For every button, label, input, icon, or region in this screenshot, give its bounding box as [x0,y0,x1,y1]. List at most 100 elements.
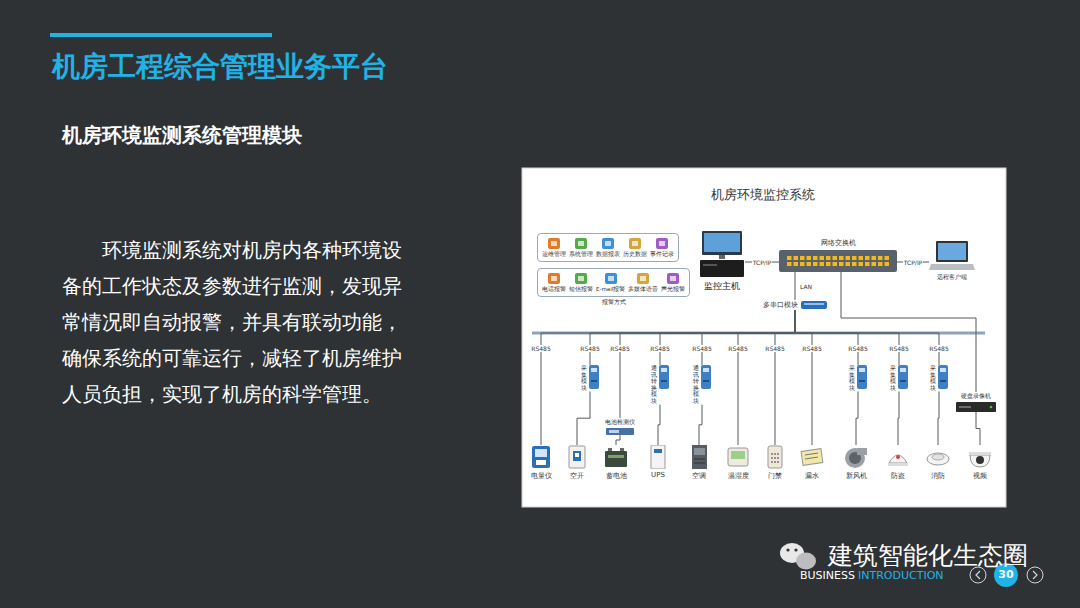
panel-item: 短信报警 [569,272,593,293]
software-icon [547,237,561,250]
connector-line [616,435,620,445]
host-computer [699,230,745,278]
node-bat: 电池检测仪 [605,418,635,435]
nav-next [1027,567,1043,583]
node-dev: 消防 [921,445,955,481]
node-dev: 防盗 [881,445,915,481]
connector-label: RS485 [928,345,949,352]
panel-item: 事件记录 [650,237,674,258]
node-label: 蓄电池 [606,471,627,481]
node-label: 采集模块 [890,365,896,391]
footer-word: BUSINESS [800,569,855,582]
node-module: 采集模块 [890,365,909,391]
connector-line [795,310,858,365]
node-dev: 漏水 [795,445,829,481]
panel-item: 系统管理 [569,237,593,258]
connector-line [699,405,702,445]
software-icon [666,272,680,285]
node-label: 多串口模块 [763,301,798,310]
software-icon [655,237,669,250]
connector-line [620,310,795,418]
device-icon [603,445,629,469]
node-label: 通讯转换模块 [693,365,699,405]
connector-label: RS485 [530,345,551,352]
panel-item: E-mail报警 [596,272,625,293]
software-icon [604,272,618,285]
node-dev: UPS [641,445,675,479]
node-label: 采集模块 [930,365,936,391]
watermark: 建筑智能化生态圈 [828,539,1028,572]
node-dev: 新风机 [839,445,873,481]
connector-label: RS485 [764,345,785,352]
body-paragraph: 环境监测系统对机房内各种环境设备的工作状态及参数进行监测，发现异常情况即自动报警… [62,232,410,412]
node-nvr: 硬盘录像机 [956,392,996,412]
node-label: 采集模块 [581,365,587,391]
software-icon [574,272,588,285]
connector-line [541,310,795,445]
serial-hub [801,300,827,310]
module-device [856,365,868,389]
connector-line [658,405,660,445]
node-dev: 视频 [963,445,997,481]
panel-item: 电话报警 [542,272,566,293]
connector-line [795,310,812,445]
module-device [937,365,949,389]
panel-frame: 运维管理系统管理数据报表历史数据事件记录 [537,233,679,262]
device-icon [564,445,590,469]
node-label: 网络交换机 [821,239,856,248]
node-module: 通讯转换模块 [693,365,712,405]
node-mux: 多串口模块 [763,300,827,310]
connector-line [702,310,795,365]
connector-label: LAN [799,283,813,290]
device-icon [799,445,825,469]
software-icon [636,272,650,285]
connector-label: RS485 [691,345,712,352]
software-icon [574,237,588,250]
connector-label: RS485 [801,345,822,352]
nav-next-arrow [1033,571,1037,579]
node-label: 通讯转换模块 [651,365,657,405]
connector-line [775,310,795,445]
node-label: UPS [651,471,665,479]
device-icon [528,445,554,469]
footer-word: INTRODUCTION [858,569,944,582]
laptop [929,240,975,272]
node-dev: 温湿度 [721,445,755,481]
connector-line [795,272,796,300]
nav-prev-arrow [976,571,980,579]
connector-line [577,391,590,445]
device-icon [645,445,671,469]
node-label: 监控主机 [704,280,740,293]
panel-item-label: 电话报警 [542,286,566,293]
connector-line [795,310,939,365]
connector-line [938,391,939,445]
software-icon [601,237,615,250]
node-module: 采集模块 [581,365,600,391]
wechat-icon [780,543,816,570]
panel-caption: 报警方式 [537,298,690,307]
battery-tester [606,428,634,435]
panel-item-label: 运维管理 [542,251,566,258]
node-label: 电量仪 [531,471,552,481]
software-panel: 电话报警短信报警E-mail报警多媒体语音声光报警报警方式 [537,268,690,307]
software-icon [628,237,642,250]
accent-bar [50,33,272,37]
node-label: 门禁 [768,471,782,481]
slide-title: 机房工程综合管理业务平台 [52,48,388,86]
node-dev: 空开 [560,445,594,481]
network-switch [779,250,897,272]
node-dev: 空调 [682,445,716,481]
node-dev: 门禁 [758,445,792,481]
panel-item: 数据报表 [596,237,620,258]
connector-label: RS485 [579,345,600,352]
panel-item-label: 数据报表 [596,251,620,258]
connector-line [841,272,976,392]
node-label: 电池检测仪 [605,418,635,427]
software-panel: 运维管理系统管理数据报表历史数据事件记录 [537,233,679,262]
device-icon [967,445,993,469]
node-label: 空调 [692,471,706,481]
connector-line [590,310,795,365]
connector-line [898,391,899,445]
